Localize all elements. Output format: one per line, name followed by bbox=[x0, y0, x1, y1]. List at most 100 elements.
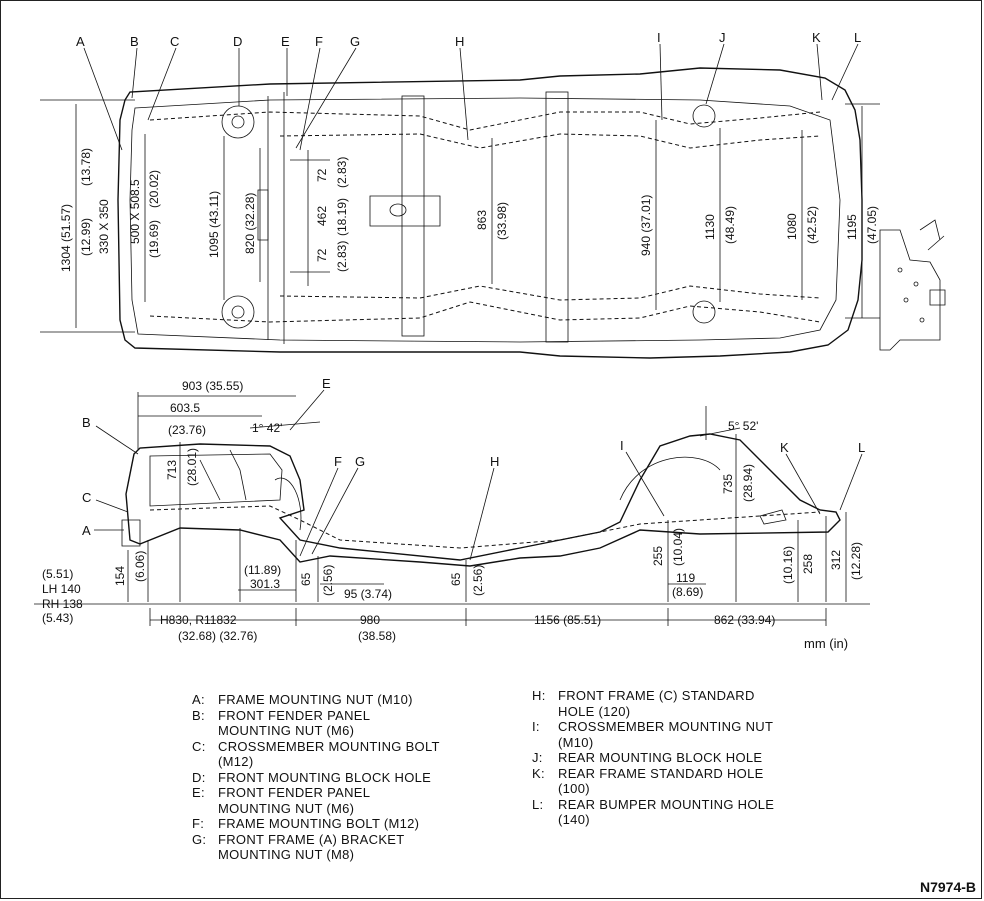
dim-10-04: (10.04) bbox=[671, 528, 685, 566]
top-letter-C: C bbox=[170, 34, 179, 49]
legend-text: FRONT MOUNTING BLOCK HOLE bbox=[218, 769, 432, 785]
top-letter-D: D bbox=[233, 34, 242, 49]
side-view-dim-lines bbox=[127, 392, 847, 626]
top-letter-K: K bbox=[812, 30, 821, 45]
dim-713: 713 bbox=[165, 460, 179, 480]
dim-47-05: (47.05) bbox=[865, 206, 879, 244]
dim-10-16: (10.16) bbox=[781, 546, 795, 584]
dim-65a: 65 bbox=[299, 572, 313, 586]
legend-text: REAR MOUNTING BLOCK HOLE bbox=[558, 750, 763, 765]
angle-5-52: 5° 52' bbox=[728, 419, 758, 433]
dim-330x350: 330 X 350 bbox=[97, 199, 111, 254]
side-letter-H: H bbox=[490, 454, 499, 469]
rear-block-hole-upper bbox=[692, 104, 716, 128]
legend-text: REAR FRAME STANDARD HOLE (100) bbox=[558, 765, 764, 797]
rear-block-hole-lower bbox=[692, 300, 716, 324]
legend-text: REAR BUMPER MOUNTING HOLE (140) bbox=[558, 796, 775, 828]
legend-key: J: bbox=[532, 750, 543, 765]
legend-text: FRONT FENDER PANEL MOUNTING NUT (M6) bbox=[218, 785, 371, 816]
side-letter-I: I bbox=[620, 438, 624, 453]
top-letter-A: A bbox=[76, 34, 85, 49]
dim-38-58: (38.58) bbox=[358, 629, 396, 643]
legend-text: FRAME MOUNTING BOLT (M12) bbox=[218, 816, 420, 831]
dim-5-51: (5.51) bbox=[42, 567, 73, 581]
dim-980: 980 bbox=[360, 613, 380, 627]
dim-18-19: (18.19) bbox=[335, 198, 349, 236]
dim-940: 940 (37.01) bbox=[639, 195, 653, 256]
side-letter-C: C bbox=[82, 490, 91, 505]
dim-1080: 1080 bbox=[785, 213, 799, 240]
side-letter-K: K bbox=[780, 440, 789, 455]
dim-462: 462 bbox=[315, 206, 329, 226]
side-letter-B: B bbox=[82, 415, 91, 430]
top-letter-J: J bbox=[719, 30, 726, 45]
top-view-car-outline bbox=[117, 67, 863, 359]
side-view-front-mount bbox=[121, 519, 141, 547]
top-letter-F: F bbox=[315, 34, 323, 49]
dim-19-69: (19.69) bbox=[147, 220, 161, 258]
dim-1195: 1195 bbox=[845, 214, 859, 240]
dim-500x508: 500 X 508.5 bbox=[128, 179, 142, 244]
dim-5-43: (5.43) bbox=[42, 611, 73, 625]
dim-13-78: (13.78) bbox=[79, 148, 93, 186]
legend-key: A: bbox=[192, 692, 205, 707]
side-letter-A: A bbox=[82, 523, 91, 538]
legend-right: H:FRONT FRAME (C) STANDARD HOLE (120) I:… bbox=[532, 688, 774, 828]
front-block-hole-upper bbox=[221, 105, 255, 139]
rear-bumper-bracket-detail bbox=[879, 229, 941, 351]
top-letter-G: G bbox=[350, 34, 360, 49]
top-view-frame-inner-lower bbox=[279, 285, 821, 301]
dim-28-01: (28.01) bbox=[185, 448, 199, 486]
top-view: A B C D E F G H I J K L 1304 (51.57) (12… bbox=[40, 30, 946, 359]
dim-862: 862 (33.94) bbox=[714, 613, 775, 627]
dim-95: 95 (3.74) bbox=[344, 587, 392, 601]
dim-23-76: (23.76) bbox=[168, 423, 206, 437]
side-view-front-wheel-arch bbox=[274, 477, 302, 531]
top-view-crossmember-front bbox=[401, 95, 425, 337]
angle-1-42: 1° 42' bbox=[252, 421, 282, 435]
dim-rh138: RH 138 bbox=[42, 597, 83, 611]
dim-255: 255 bbox=[651, 546, 665, 566]
legend-key: E: bbox=[192, 785, 205, 800]
legend-key: C: bbox=[192, 738, 206, 754]
legend-key: D: bbox=[192, 769, 206, 785]
top-view-steering-box bbox=[257, 189, 269, 241]
dim-h830: H830, R11832 bbox=[160, 613, 237, 627]
dim-603: 603.5 bbox=[170, 401, 200, 415]
dim-65b: 65 bbox=[449, 572, 463, 586]
legend-text: CROSSMEMBER MOUNTING BOLT (M12) bbox=[218, 738, 440, 770]
legend-item: L: REAR BUMPER MOUNTING HOLE (140) bbox=[532, 797, 774, 828]
units-label: mm (in) bbox=[804, 636, 849, 651]
side-view-rear-wheel-arch bbox=[619, 456, 721, 501]
legend-key: I: bbox=[532, 719, 540, 734]
legend-text: FRAME MOUNTING NUT (M10) bbox=[218, 692, 413, 707]
side-view-rear-bracket bbox=[759, 509, 787, 525]
legend-item: K:REAR FRAME STANDARD HOLE (100) bbox=[532, 766, 774, 797]
top-view-frame-rail-lower bbox=[149, 301, 821, 323]
legend-text: FRONT FRAME (A) BRACKET MOUNTING NUT (M8… bbox=[218, 831, 405, 863]
top-view-dim-lines bbox=[40, 99, 880, 333]
legend-key: L: bbox=[532, 796, 544, 812]
dim-1156: 1156 (85.51) bbox=[534, 613, 601, 627]
legend-text: FRONT FRAME (C) STANDARD HOLE (120) bbox=[558, 688, 755, 719]
top-view-firewall bbox=[267, 92, 285, 344]
dim-48-49: (48.49) bbox=[723, 206, 737, 244]
dim-301: 301.3 bbox=[250, 577, 280, 591]
dim-20-02: (20.02) bbox=[147, 170, 161, 208]
front-block-hole-lower bbox=[221, 295, 255, 329]
dim-33-98: (33.98) bbox=[495, 202, 509, 240]
dim-32-68: (32.68) (32.76) bbox=[178, 629, 257, 643]
legend-item: I:CROSSMEMBER MOUNTING NUT (M10) bbox=[532, 719, 774, 750]
legend-item: A: FRAME MOUNTING NUT (M10) bbox=[192, 692, 440, 708]
dim-11-89: (11.89) bbox=[244, 563, 281, 577]
dim-735: 735 bbox=[721, 474, 735, 494]
legend-left: A:FRAME MOUNTING NUT (M10) B:FRONT FENDE… bbox=[192, 692, 440, 863]
legend-item: D: FRONT MOUNTING BLOCK HOLE bbox=[192, 770, 440, 786]
legend-item: F:FRAME MOUNTING BOLT (M12) bbox=[192, 816, 440, 832]
dim-12-28: (12.28) bbox=[849, 542, 863, 580]
side-view-leaders bbox=[94, 389, 863, 561]
top-view-leaders bbox=[83, 43, 859, 151]
dim-28-94: (28.94) bbox=[741, 464, 755, 502]
legend-key: G: bbox=[192, 831, 207, 847]
